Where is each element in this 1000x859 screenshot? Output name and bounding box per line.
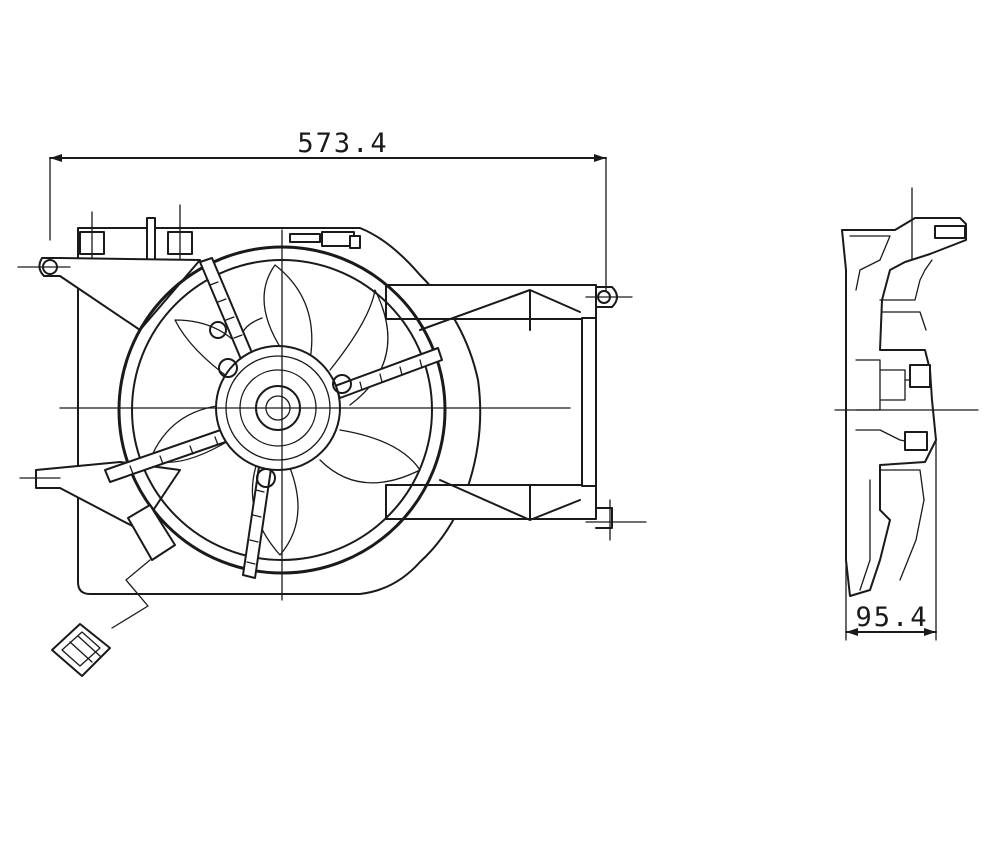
overall-width-dimension: 573.4 bbox=[49, 128, 607, 291]
shroud-outline bbox=[77, 227, 482, 595]
connector-assembly bbox=[51, 504, 176, 677]
top-mounting-bosses bbox=[79, 204, 361, 299]
front-view: 573.4 bbox=[17, 128, 647, 677]
right-bracket bbox=[385, 284, 647, 541]
depth-label: 95.4 bbox=[855, 602, 928, 633]
front-centerlines bbox=[59, 229, 571, 601]
side-profile-outer bbox=[841, 217, 967, 597]
overall-width-label: 573.4 bbox=[297, 128, 388, 159]
left-mounting-ears bbox=[17, 257, 201, 531]
depth-dimension: 95.4 bbox=[845, 439, 937, 641]
side-view: 95.4 bbox=[834, 187, 979, 641]
motor-hub bbox=[209, 321, 352, 488]
